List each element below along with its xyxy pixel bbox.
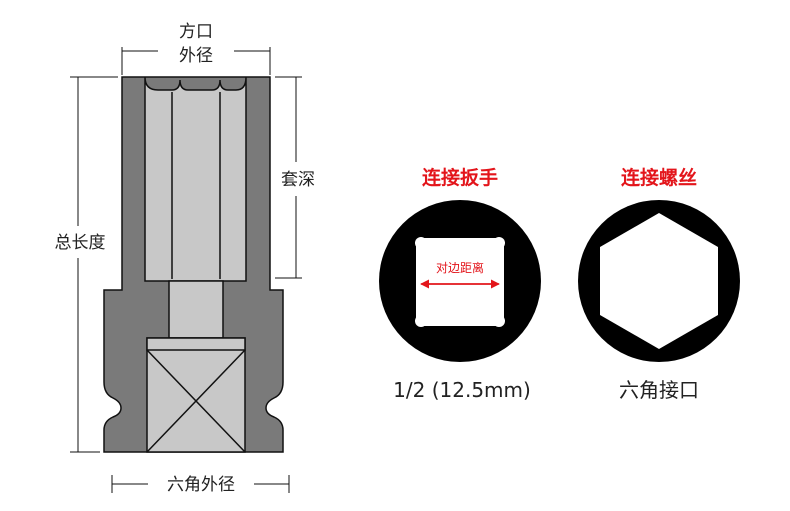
hex-cross-b: [146, 349, 246, 453]
hex-cavity-chamfer: [146, 337, 246, 351]
corner-relief: [415, 237, 427, 249]
wrench-title: 连接扳手: [422, 166, 498, 189]
corner-relief: [493, 315, 505, 327]
hex-hole: [600, 213, 718, 349]
hex-od-label: 六角外径: [167, 475, 235, 495]
screw-title: 连接螺丝: [621, 166, 697, 189]
square-drive-od-label-2: 外径: [179, 46, 213, 66]
corner-relief: [415, 315, 427, 327]
screw-caption: 六角接口: [619, 378, 699, 402]
corner-relief: [493, 237, 505, 249]
total-length-label: 总长度: [55, 233, 106, 253]
screw-end-view: 连接螺丝 六角接口: [578, 166, 740, 402]
square-drive-bore: [144, 76, 247, 282]
wrench-end-view: 连接扳手 对边距离 1/2 (12.5mm): [379, 166, 541, 402]
square-drive-od-label-1: 方口: [179, 22, 213, 42]
across-flats-label: 对边距离: [436, 260, 484, 275]
wrench-caption: 1/2 (12.5mm): [393, 378, 531, 402]
square-drive-hole: [416, 238, 504, 326]
hex-cavity: [146, 337, 246, 453]
socket-neck: [168, 280, 224, 339]
socket-depth-label: 套深: [281, 170, 315, 190]
socket-cross-section: 方口 外径 套深 总长度 六角外径: [55, 22, 316, 495]
